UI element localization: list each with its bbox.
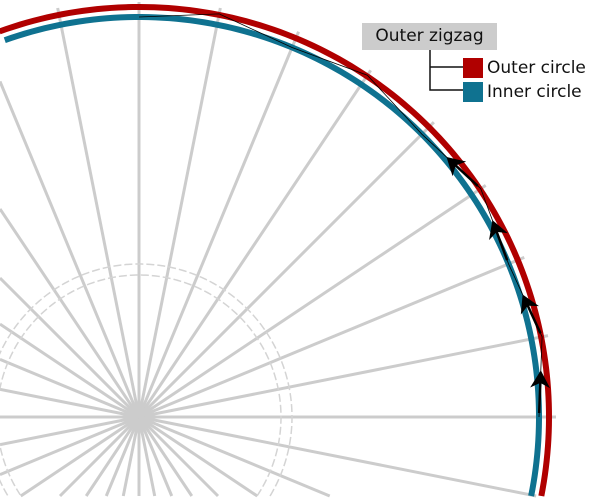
spokes xyxy=(0,2,556,498)
spoke xyxy=(137,31,300,418)
inner-circle xyxy=(3,14,542,497)
spoke xyxy=(138,415,259,498)
legend-label: Inner circle xyxy=(487,82,582,102)
dashed-circle-outer xyxy=(0,263,293,497)
spoke xyxy=(0,322,140,419)
spoke xyxy=(0,415,140,447)
spoke xyxy=(138,334,549,419)
direction-arrow-icon xyxy=(520,294,542,334)
spoke xyxy=(137,415,220,498)
spoke xyxy=(0,358,140,419)
direction-arrow-icon xyxy=(446,156,479,187)
spoke xyxy=(137,121,435,419)
legend-connector xyxy=(429,50,463,91)
spoke xyxy=(104,416,141,497)
spoke xyxy=(138,256,525,419)
legend-label: Outer circle xyxy=(487,58,586,78)
spoke xyxy=(121,416,141,497)
spoke xyxy=(0,80,141,418)
spoke xyxy=(137,69,372,418)
spoke xyxy=(0,276,141,419)
inner-circle-swatch xyxy=(463,82,483,102)
legend-item-inner-circle: Inner circle xyxy=(463,82,582,102)
direction-arrow-icon xyxy=(530,370,551,414)
legend-item-outer-circle: Outer circle xyxy=(463,58,586,78)
spoke xyxy=(137,416,157,497)
spoke xyxy=(137,416,174,497)
spoke xyxy=(137,416,194,497)
spoke xyxy=(138,415,537,498)
spoke xyxy=(138,184,487,419)
outer-circle xyxy=(0,3,553,497)
outer-circle-swatch xyxy=(463,58,483,78)
spoke xyxy=(0,415,140,476)
spoke xyxy=(138,415,331,498)
spoke xyxy=(56,7,141,418)
spoke xyxy=(137,7,222,418)
spoke xyxy=(84,416,141,497)
legend-title: Outer zigzag xyxy=(362,23,497,50)
dashed-circle-inner xyxy=(0,274,282,497)
direction-arrow-icon xyxy=(489,220,509,261)
spoke xyxy=(0,387,140,419)
spoke xyxy=(0,208,141,418)
outer-zigzag xyxy=(138,13,551,418)
spoke xyxy=(19,415,140,498)
spoke xyxy=(58,415,141,498)
